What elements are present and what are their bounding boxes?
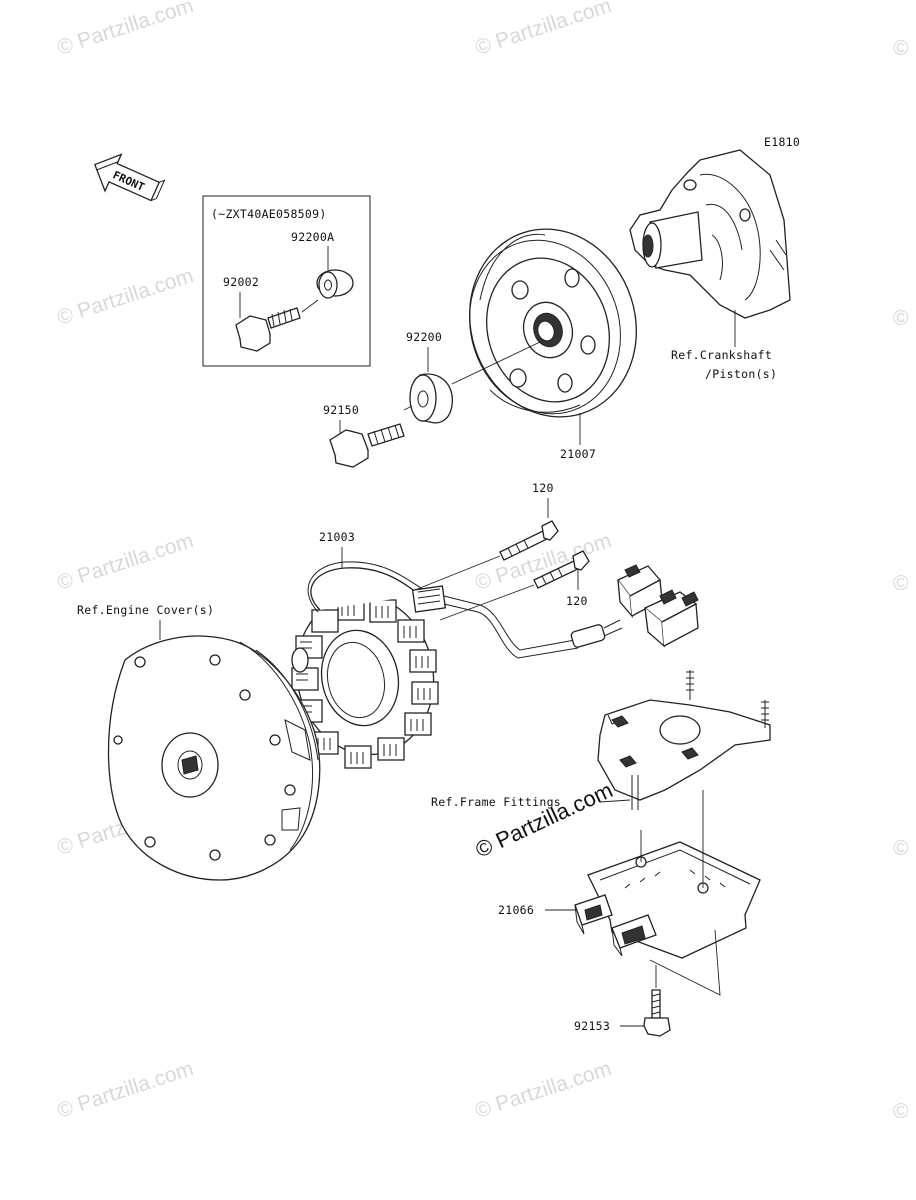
watermark: © Partzilla.com — [472, 0, 614, 60]
washer-92200[interactable] — [409, 373, 453, 424]
crankshaft — [629, 149, 791, 319]
frame-bracket — [597, 670, 771, 810]
watermark-edge: © — [893, 837, 909, 860]
part-120-upper-label[interactable]: 120 — [532, 481, 554, 495]
ref-frame-fittings-label[interactable]: Ref.Frame Fittings — [431, 795, 561, 809]
engine-cover — [107, 635, 321, 881]
variant-note: (~ZXT40AE058509) — [211, 207, 327, 221]
watermarks: © Partzilla.com © Partzilla.com © Partzi… — [54, 0, 909, 1123]
regulator-21066[interactable] — [574, 841, 761, 959]
watermark-edge: © — [893, 1100, 909, 1123]
bolt-92150[interactable] — [329, 423, 405, 468]
part-92200a-label[interactable]: 92200A — [291, 230, 334, 244]
watermark-edge: © — [893, 572, 909, 595]
bolt-92002[interactable] — [235, 307, 301, 352]
connector-pair[interactable] — [616, 564, 699, 648]
washer-92200a[interactable] — [316, 269, 354, 299]
part-21066-label[interactable]: 21066 — [498, 903, 534, 917]
watermark: © Partzilla.com — [54, 264, 196, 330]
part-120-lower-label[interactable]: 120 — [566, 594, 588, 608]
variant-box: (~ZXT40AE058509) 92200A 92002 — [202, 195, 371, 367]
watermark: © Partzilla.com — [54, 1057, 196, 1123]
watermark-edge: © — [893, 307, 909, 330]
ref-piston-label[interactable]: /Piston(s) — [705, 367, 777, 381]
rotor-21007[interactable] — [446, 207, 661, 438]
watermark: © Partzilla.com — [54, 0, 196, 60]
watermark: © Partzilla.com — [54, 529, 196, 595]
watermark-center: © Partzilla.com — [472, 777, 617, 862]
diagram-code: E1810 — [764, 135, 800, 149]
watermark-edge: © — [893, 37, 909, 60]
bolt-120-lower[interactable] — [533, 550, 590, 589]
stator-21003[interactable] — [282, 561, 623, 769]
ref-engine-cover-label[interactable]: Ref.Engine Cover(s) — [77, 603, 214, 617]
part-92200-label[interactable]: 92200 — [406, 330, 442, 344]
part-92150-label[interactable]: 92150 — [323, 403, 359, 417]
part-92002-label[interactable]: 92002 — [223, 275, 259, 289]
part-21003-label[interactable]: 21003 — [319, 530, 355, 544]
bolt-120-upper[interactable] — [499, 520, 559, 561]
part-92153-label[interactable]: 92153 — [574, 1019, 610, 1033]
bolt-92153[interactable] — [643, 989, 671, 1037]
front-arrow-icon: FRONT — [94, 153, 166, 202]
part-21007-label[interactable]: 21007 — [560, 447, 596, 461]
ref-crankshaft-label[interactable]: Ref.Crankshaft — [671, 348, 772, 362]
watermark: © Partzilla.com — [472, 1057, 614, 1123]
